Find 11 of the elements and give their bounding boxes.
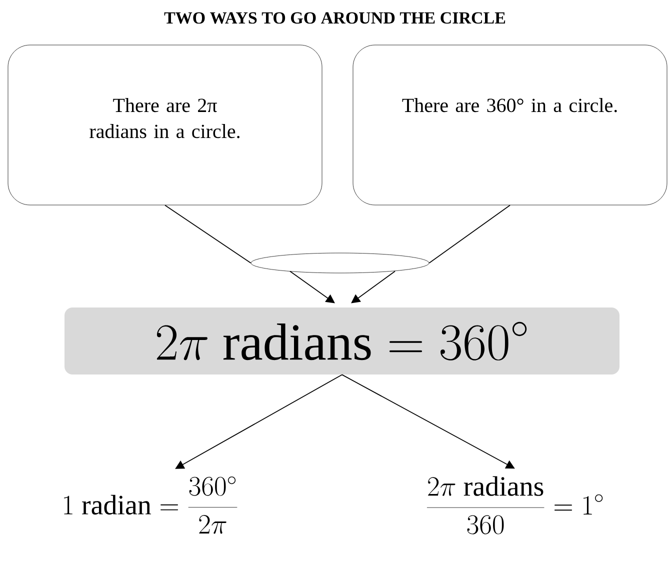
ellipse: [250, 252, 430, 274]
text-box: There are 2π radians in a circle.: [8, 44, 322, 206]
arrow: [175, 374, 342, 469]
arrow: [351, 270, 396, 304]
title: TWO WAYS TO GO AROUND THE CIRCLE: [164, 12, 506, 24]
formula: $\frac{2\pi\ \mathrm{radians}}{360} = 1^{\circ}$: [426, 476, 603, 534]
formula: $1\ \mathrm{radian} = \frac{360^{\circ}}{2\pi}$: [64, 476, 238, 534]
arrow: [290, 270, 335, 304]
equation-band: $2\pi\ \mathrm{radians} = 360^{\circ}$: [64, 308, 620, 374]
arrow: [342, 374, 515, 469]
text-box: There are 360° in a circle.: [352, 44, 668, 206]
